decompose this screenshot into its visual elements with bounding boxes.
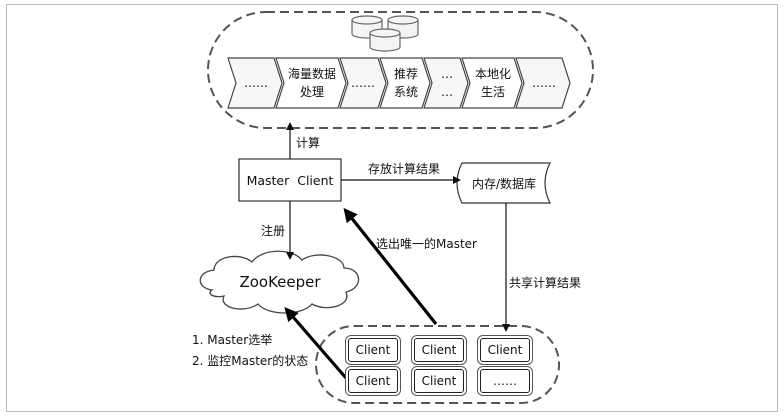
edge-label-store-result: 存放计算结果 <box>368 162 441 176</box>
client-node: Client <box>480 338 530 362</box>
pipeline-chevrons <box>227 57 571 109</box>
client-node: Client <box>414 338 464 362</box>
storage-label: 内存/数据库 <box>471 176 537 191</box>
arrow-elect-master <box>343 207 438 325</box>
edge-label-register: 注册 <box>261 224 286 238</box>
edge-label-elect: 选出唯一的Master <box>376 237 477 251</box>
stage-label-2: 海量数据 处理 <box>287 67 336 99</box>
database-icon <box>351 15 419 52</box>
arrow-monitor <box>284 306 348 380</box>
stage-chevron-7 <box>515 57 571 109</box>
stage-label-4: 推荐 系统 <box>393 67 418 99</box>
stage-label-7: …… <box>532 76 556 90</box>
clients-container <box>315 325 560 404</box>
client-node-more: …… <box>480 369 530 393</box>
stage-label-3: …… <box>351 76 375 90</box>
client-node: Client <box>414 369 464 393</box>
stage-chevron-1 <box>227 57 283 109</box>
stage-chevron-6 <box>461 57 523 109</box>
stage-label-6: 本地化 生活 <box>474 67 511 99</box>
stage-label-1: …… <box>244 76 268 90</box>
edge-label-share-result: 共享计算结果 <box>509 276 582 290</box>
client-node: Client <box>348 338 398 362</box>
edge-label-compute: 计算 <box>296 136 321 150</box>
note-line-2: 2. 监控Master的状态 <box>192 354 309 368</box>
client-node: Client <box>348 369 398 393</box>
zookeeper-label: ZooKeeper <box>239 273 321 291</box>
stage-chevron-4 <box>379 57 431 109</box>
note-line-1: 1. Master选举 <box>192 333 273 347</box>
stage-chevron-5 <box>423 57 469 109</box>
master-client-label: Master Client <box>246 172 334 188</box>
pipeline-container <box>207 11 594 129</box>
stage-chevron-3 <box>339 57 387 109</box>
stage-label-5: … … <box>441 67 453 99</box>
stage-chevron-2 <box>275 57 347 109</box>
zookeeper-cloud <box>199 250 360 314</box>
